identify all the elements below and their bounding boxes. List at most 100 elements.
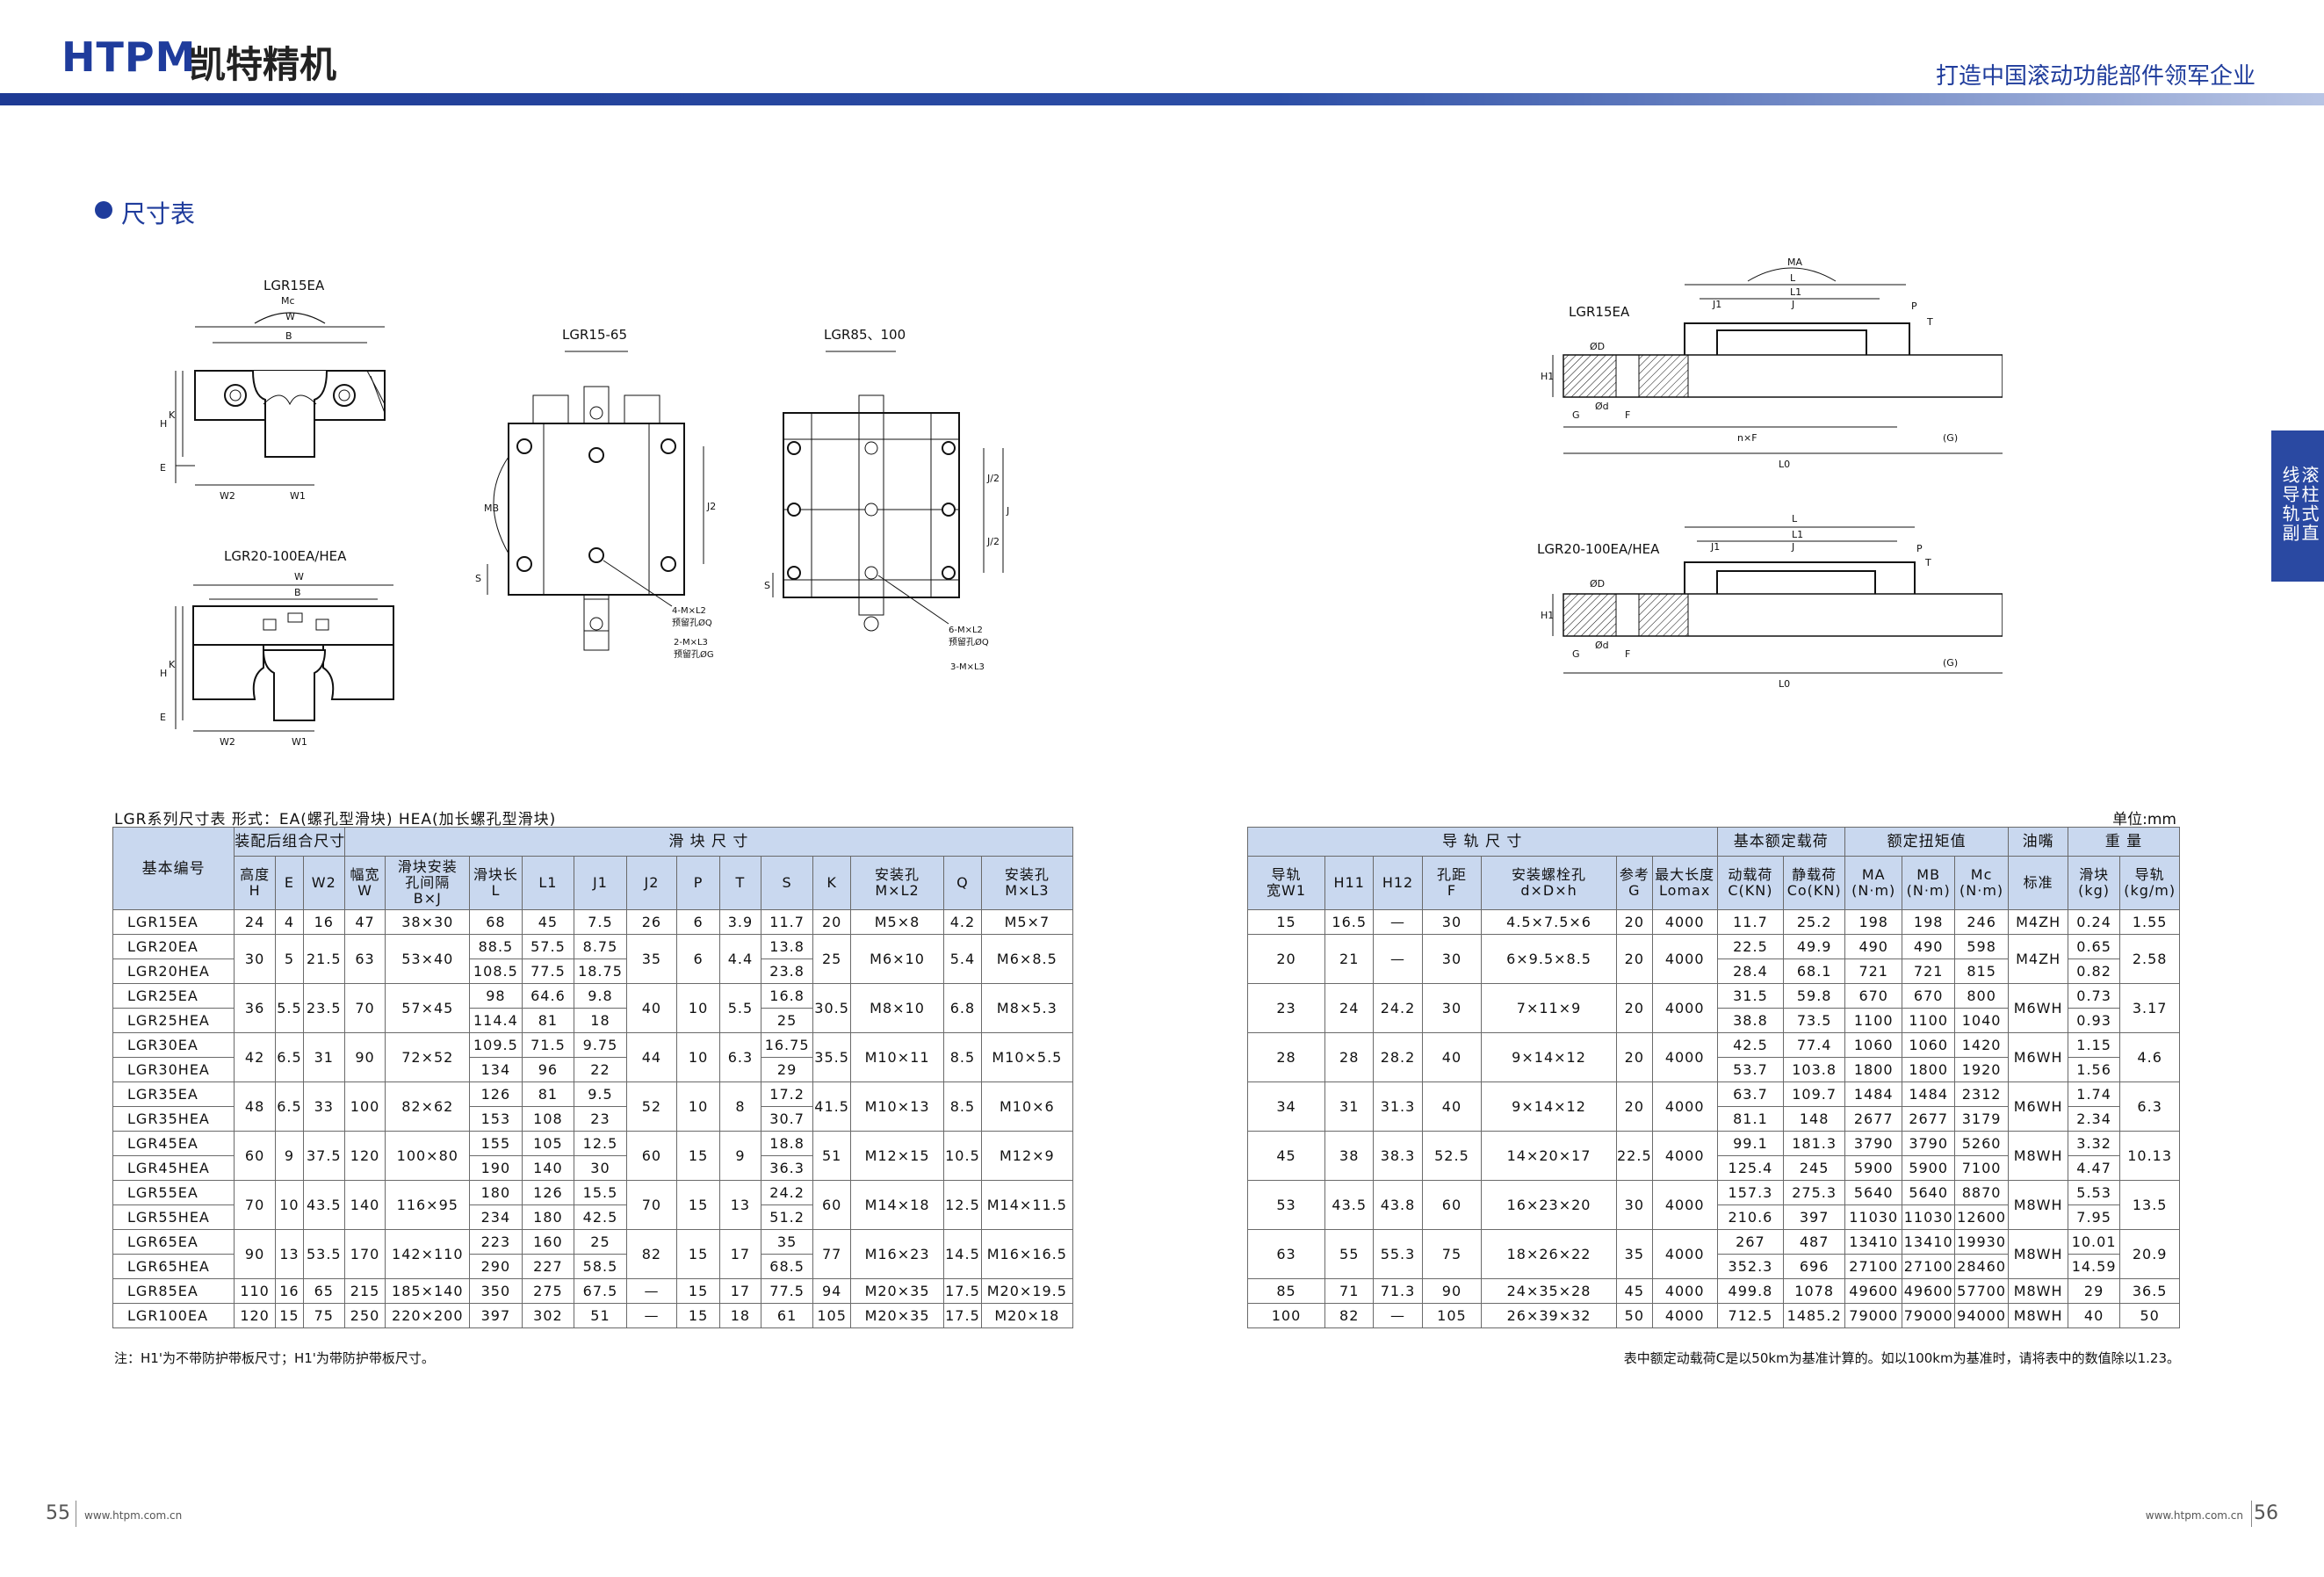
cell-j1: 9.5 bbox=[574, 1081, 627, 1107]
model-cell: LGR30HEA bbox=[112, 1057, 235, 1082]
cell-q: 8.5 bbox=[943, 1081, 982, 1132]
cell-h: 110 bbox=[234, 1278, 276, 1304]
cell-j2: 82 bbox=[625, 1229, 678, 1279]
cell-l: 190 bbox=[469, 1155, 523, 1181]
cell-h12: — bbox=[1373, 909, 1423, 935]
cell-k: 94 bbox=[812, 1278, 851, 1304]
drawing-lgr20-side: LGR20-100EA/HEA L L1 J1 J P T ØD H1 G Ød… bbox=[1537, 513, 2003, 690]
cell-c: 42.5 bbox=[1716, 1032, 1785, 1058]
cell-ml2: M14×18 bbox=[849, 1180, 945, 1230]
cell-mb: 1100 bbox=[1902, 1008, 1955, 1033]
svg-text:J/2: J/2 bbox=[986, 536, 1000, 547]
header-block: 滑 块 尺 寸 bbox=[343, 827, 1074, 857]
table-caption: LGR系列尺寸表 形式：EA(螺孔型滑块) HEA(加长螺孔型滑块) bbox=[114, 811, 557, 828]
cell-lmax: 4000 bbox=[1651, 1303, 1718, 1328]
cell-c: 352.3 bbox=[1716, 1254, 1785, 1279]
svg-text:Ød: Ød bbox=[1595, 640, 1609, 651]
cell-h: 36 bbox=[234, 983, 276, 1033]
cell-l: 223 bbox=[469, 1229, 523, 1255]
cell-h11: 21 bbox=[1324, 934, 1375, 984]
cell-j1: 25 bbox=[574, 1229, 627, 1255]
cell-mc: 598 bbox=[1953, 934, 2010, 959]
cell-bj: 142×110 bbox=[385, 1229, 471, 1279]
website-link[interactable]: www.htpm.com.cn bbox=[2145, 1509, 2243, 1522]
cell-mc: 3179 bbox=[1953, 1106, 2010, 1132]
svg-text:P: P bbox=[1911, 300, 1917, 312]
cell-mc: 28460 bbox=[1953, 1254, 2010, 1279]
cell-l: 153 bbox=[469, 1106, 523, 1132]
cell-w1: 85 bbox=[1246, 1278, 1326, 1304]
svg-text:S: S bbox=[764, 580, 770, 591]
cell-ml2: M16×23 bbox=[849, 1229, 945, 1279]
cell-f: 30 bbox=[1421, 909, 1483, 935]
cell-s: 11.7 bbox=[760, 909, 814, 935]
cell-t: 13 bbox=[719, 1180, 761, 1230]
header-assembly: 装配后组合尺寸 bbox=[234, 827, 345, 857]
cell-mc: 19930 bbox=[1953, 1229, 2010, 1255]
cell-co: 109.7 bbox=[1783, 1081, 1845, 1107]
cell-wb: 0.65 bbox=[2067, 934, 2121, 959]
cell-w2: 37.5 bbox=[302, 1131, 345, 1181]
cell-ml3: M16×16.5 bbox=[980, 1229, 1074, 1279]
cell-t: 17 bbox=[719, 1278, 761, 1304]
cell-ma: 1800 bbox=[1844, 1057, 1903, 1082]
cell-mb: 1060 bbox=[1902, 1032, 1955, 1058]
cell-co: 181.3 bbox=[1783, 1131, 1845, 1156]
drawing-lgr15-65-top: LGR15-65 MB J2 S 4-M×L2 预留孔ØQ 2-M×L3 预留孔… bbox=[475, 327, 716, 660]
svg-text:4-M×L2: 4-M×L2 bbox=[672, 606, 706, 616]
cell-l1: 227 bbox=[521, 1254, 575, 1279]
cell-l1: 77.5 bbox=[521, 958, 575, 984]
cell-bolt: 24×35×28 bbox=[1481, 1278, 1617, 1304]
cell-bolt: 7×11×9 bbox=[1481, 983, 1617, 1033]
cell-f: 52.5 bbox=[1421, 1131, 1483, 1181]
cell-co: 397 bbox=[1783, 1204, 1845, 1230]
cell-t: 6.3 bbox=[719, 1032, 761, 1082]
cell-g: 45 bbox=[1615, 1278, 1653, 1304]
footnote: 注：H1'为不带防护带板尺寸；H1'为带防护带板尺寸。 bbox=[114, 1350, 435, 1366]
cell-q: 10.5 bbox=[943, 1131, 982, 1181]
cell-wb: 1.56 bbox=[2067, 1057, 2121, 1082]
cell-oil: M8WH bbox=[2008, 1229, 2068, 1279]
cell-j2: 35 bbox=[625, 934, 678, 984]
cell-q: 17.5 bbox=[943, 1303, 982, 1328]
header-load: 基本额定载荷 bbox=[1716, 827, 1845, 857]
cell-w: 70 bbox=[343, 983, 386, 1033]
cell-l1: 180 bbox=[521, 1204, 575, 1230]
svg-text:L0: L0 bbox=[1779, 678, 1790, 690]
cell-oil: M8WH bbox=[2008, 1303, 2068, 1328]
side-tab[interactable]: 滚柱式直线导轨副 bbox=[2271, 430, 2324, 582]
cell-c: 22.5 bbox=[1716, 934, 1785, 959]
website-link[interactable]: www.htpm.com.cn bbox=[84, 1509, 183, 1522]
cell-l: 68 bbox=[469, 909, 523, 935]
cell-g: 20 bbox=[1615, 934, 1653, 984]
cell-ma: 721 bbox=[1844, 958, 1903, 984]
svg-text:Ød: Ød bbox=[1595, 401, 1609, 412]
cell-h: 90 bbox=[234, 1229, 276, 1279]
cell-h: 30 bbox=[234, 934, 276, 984]
cell-bolt: 4.5×7.5×6 bbox=[1481, 909, 1617, 935]
cell-j2: 60 bbox=[625, 1131, 678, 1181]
cell-bolt: 26×39×32 bbox=[1481, 1303, 1617, 1328]
cell-j1: 8.75 bbox=[574, 934, 627, 959]
cell-f: 105 bbox=[1421, 1303, 1483, 1328]
model-cell: LGR25EA bbox=[112, 983, 235, 1009]
cell-oil: M4ZH bbox=[2008, 909, 2068, 935]
cell-c: 28.4 bbox=[1716, 958, 1785, 984]
cell-w: 215 bbox=[343, 1278, 386, 1304]
cell-w1: 20 bbox=[1246, 934, 1326, 984]
cell-bj: 72×52 bbox=[385, 1032, 471, 1082]
cell-w: 63 bbox=[343, 934, 386, 984]
cell-j1: 9.75 bbox=[574, 1032, 627, 1058]
cell-w2: 33 bbox=[302, 1081, 345, 1132]
svg-text:G: G bbox=[1572, 648, 1580, 660]
cell-q: 5.4 bbox=[943, 934, 982, 984]
